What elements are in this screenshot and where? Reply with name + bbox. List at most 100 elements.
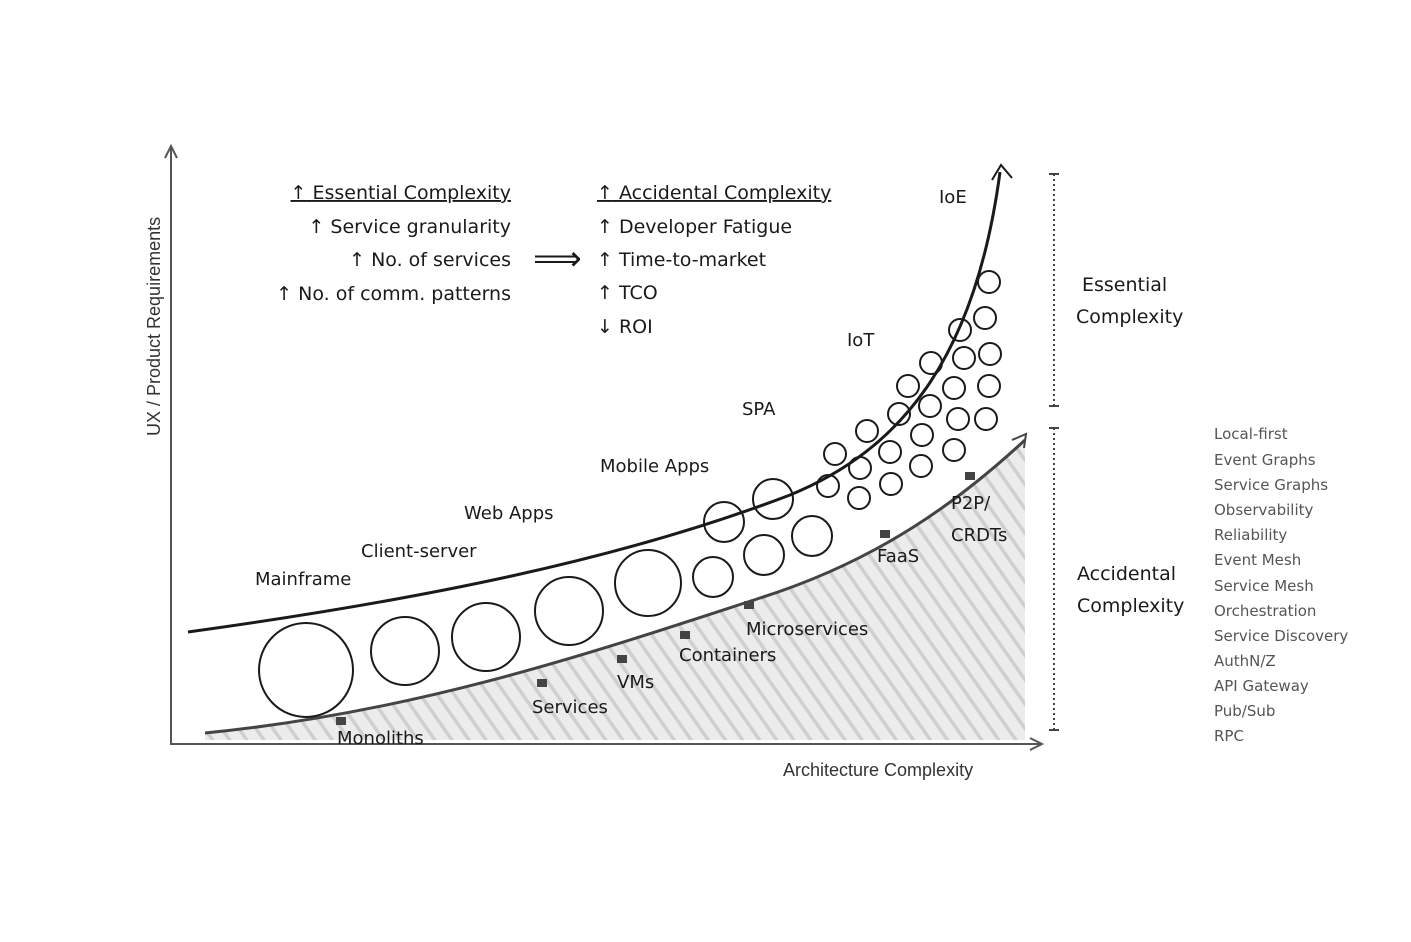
essential-bracket: [1049, 173, 1059, 407]
essential-item: ↑ No. of services: [349, 249, 511, 271]
concerns-list: Local-first Event Graphs Service Graphs …: [1214, 425, 1348, 745]
arch-p2p: P2P/: [951, 493, 991, 514]
essential-item: ↑ Service granularity: [308, 216, 511, 238]
ux-curve-arrowhead: [991, 163, 1013, 181]
architecture-markers: [336, 472, 975, 725]
concern-item: Service Mesh: [1214, 577, 1314, 595]
concern-item: API Gateway: [1214, 677, 1309, 695]
accidental-complexity-list: ↑ Accidental Complexity ↑ Developer Fati…: [597, 182, 831, 338]
arch-services: Services: [532, 697, 608, 718]
concern-item: RPC: [1214, 727, 1244, 745]
marker-services: [537, 679, 547, 687]
service-circle: [974, 407, 998, 431]
arch-microservices: Microservices: [746, 619, 868, 640]
accidental-label-line2: Complexity: [1077, 595, 1184, 617]
era-web-apps: Web Apps: [464, 503, 554, 524]
marker-faas: [880, 530, 890, 538]
service-circle: [258, 622, 354, 718]
service-circle: [909, 454, 933, 478]
service-circle: [977, 270, 1001, 294]
accidental-item: ↑ Time-to-market: [597, 249, 766, 271]
arch-crdts: CRDTs: [951, 525, 1007, 546]
accidental-bracket: [1049, 427, 1059, 731]
era-client-server: Client-server: [361, 541, 477, 562]
marker-monoliths: [336, 717, 346, 725]
essential-complexity-list: ↑ Essential Complexity ↑ Service granula…: [276, 182, 511, 305]
service-circle: [919, 351, 943, 375]
accidental-label-line1: Accidental: [1077, 563, 1176, 585]
service-circle: [977, 374, 1001, 398]
marker-containers: [680, 631, 690, 639]
era-mobile-apps: Mobile Apps: [600, 456, 709, 477]
era-mainframe: Mainframe: [255, 569, 351, 590]
service-circle: [752, 478, 794, 520]
era-spa: SPA: [742, 399, 776, 420]
service-circle: [942, 376, 966, 400]
arch-faas: FaaS: [877, 546, 919, 567]
y-axis-label: UX / Product Requirements: [144, 217, 164, 436]
essential-heading: ↑ Essential Complexity: [290, 182, 511, 204]
accidental-item: ↑ TCO: [597, 282, 658, 304]
service-circle: [946, 407, 970, 431]
marker-vms: [617, 655, 627, 663]
service-circle: [692, 556, 734, 598]
service-circle: [816, 474, 840, 498]
ux-requirements-curve: [187, 171, 1002, 634]
implies-arrow: ⟹: [533, 239, 582, 279]
service-circle: [887, 402, 911, 426]
service-circle: [855, 419, 879, 443]
service-circle: [534, 576, 604, 646]
service-circle: [918, 394, 942, 418]
era-ioe: IoE: [939, 187, 967, 208]
concern-item: Reliability: [1214, 526, 1287, 544]
era-iot: IoT: [847, 330, 875, 351]
era-labels: Mainframe Client-server Web Apps Mobile …: [255, 187, 967, 590]
service-circle: [978, 342, 1002, 366]
accidental-complexity-area: [205, 440, 1025, 740]
service-circle: [848, 456, 872, 480]
service-circle: [614, 549, 682, 617]
arch-containers: Containers: [679, 645, 776, 666]
service-circle: [910, 423, 934, 447]
concern-item: Service Graphs: [1214, 476, 1328, 494]
arch-vms: VMs: [617, 672, 654, 693]
architecture-curve: [204, 438, 1027, 735]
service-circle: [942, 438, 966, 462]
x-axis: [171, 737, 1045, 751]
service-circle: [952, 346, 976, 370]
y-axis: [164, 143, 178, 745]
concern-item: Event Graphs: [1214, 451, 1316, 469]
service-circle: [879, 472, 903, 496]
concern-item: Service Discovery: [1214, 627, 1348, 645]
concern-item: AuthN/Z: [1214, 652, 1276, 670]
service-circle: [878, 440, 902, 464]
x-axis-label: Architecture Complexity: [783, 760, 973, 780]
concern-item: Pub/Sub: [1214, 702, 1275, 720]
bracket-labels: Essential Complexity Accidental Complexi…: [1076, 274, 1184, 617]
service-circle: [896, 374, 920, 398]
architecture-curve-arrowhead: [1011, 432, 1028, 449]
service-circle: [370, 616, 440, 686]
essential-item: ↑ No. of comm. patterns: [276, 283, 511, 305]
service-circle: [973, 306, 997, 330]
marker-p2p: [965, 472, 975, 480]
service-circles: [258, 270, 1002, 718]
service-circle: [451, 602, 521, 672]
service-circle: [948, 318, 972, 342]
architecture-labels: Monoliths Services VMs Containers Micros…: [337, 493, 1007, 749]
service-circle: [847, 486, 871, 510]
service-circle: [823, 442, 847, 466]
service-circle: [743, 534, 785, 576]
concern-item: Event Mesh: [1214, 551, 1301, 569]
essential-label-line2: Complexity: [1076, 306, 1183, 328]
accidental-item: ↑ Developer Fatigue: [597, 216, 792, 238]
service-circle: [703, 501, 745, 543]
concern-item: Observability: [1214, 501, 1314, 519]
accidental-heading: ↑ Accidental Complexity: [597, 182, 831, 204]
accidental-item: ↓ ROI: [597, 316, 653, 338]
marker-microservices: [744, 601, 754, 609]
service-circle: [791, 515, 833, 557]
concern-item: Local-first: [1214, 425, 1288, 443]
